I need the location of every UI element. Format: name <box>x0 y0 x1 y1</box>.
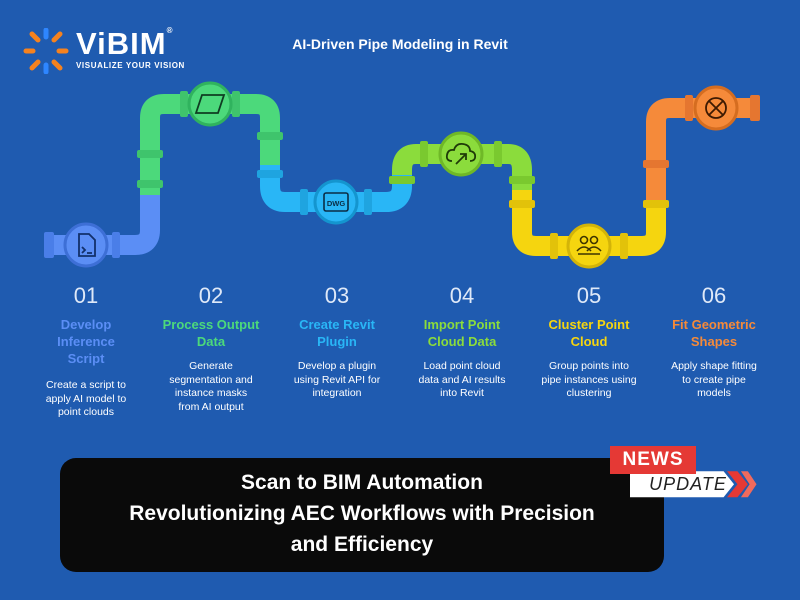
step-desc-03: Develop a plugin using Revit API for int… <box>293 360 381 399</box>
step-icon-02 <box>187 81 233 127</box>
logo-name-part1: Vi <box>76 26 107 61</box>
step-number-05: 05 <box>576 283 602 308</box>
step-title-02: Process Output Data <box>162 317 260 349</box>
pipe-couplings <box>44 91 760 259</box>
diagram-title: AI-Driven Pipe Modeling in Revit <box>292 36 508 52</box>
headline-banner: Scan to BIM Automation Revolutionizing A… <box>60 458 664 572</box>
step-desc-01: Create a script to apply AI model to poi… <box>45 379 127 418</box>
svg-text:DWG: DWG <box>327 199 345 208</box>
banner-line-3: and Efficiency <box>290 533 434 556</box>
step-title-01: Develop Inference Script <box>57 317 115 366</box>
logo-name: ViBIM® <box>76 26 174 61</box>
step-desc-04: Load point cloud data and AI results int… <box>418 360 506 399</box>
step-number-02: 02 <box>198 283 224 308</box>
step-icon-01 <box>63 222 109 268</box>
step-number-03: 03 <box>324 283 350 308</box>
step-desc-05: Group points into pipe instances using c… <box>541 360 637 399</box>
step-icon-03: DWG <box>313 179 359 225</box>
vibim-logo: ViBIM® VISUALIZE YOUR VISION <box>22 26 192 78</box>
step-number-06: 06 <box>701 283 727 308</box>
step-icon-05 <box>566 223 612 269</box>
dwg-file-icon: DWG <box>323 192 349 212</box>
step-icon-06 <box>693 85 739 131</box>
step-desc-02: Generate segmentation and instance masks… <box>169 360 253 413</box>
code-file-icon <box>78 233 96 257</box>
step-number-04: 04 <box>449 283 475 308</box>
logo-tagline: VISUALIZE YOUR VISION <box>76 61 185 70</box>
update-badge <box>630 471 757 498</box>
step-title-06: Fit Geometric Shapes <box>672 317 756 349</box>
step-title-05: Cluster Point Cloud <box>548 317 630 349</box>
banner-line-2: Revolutionizing AEC Workflows with Preci… <box>129 502 595 525</box>
update-badge-text: UPDATE <box>649 474 727 494</box>
step-title-03: Create Revit Plugin <box>299 317 375 349</box>
cloud-upload-icon <box>445 142 477 165</box>
logo-name-part2: BIM <box>106 26 167 61</box>
step-title-04: Import Point Cloud Data <box>423 317 501 349</box>
step-number-01: 01 <box>73 283 99 308</box>
x-circle-icon <box>705 97 727 119</box>
pipe-diagram: DWG <box>44 81 760 269</box>
chevron-right-icon-2 <box>740 471 757 498</box>
vibim-logo-mark-icon <box>23 28 69 74</box>
pipe-segment-06 <box>646 98 755 200</box>
news-badge: NEWS <box>610 446 696 474</box>
banner-line-1: Scan to BIM Automation <box>241 471 483 494</box>
step-desc-06: Apply shape fitting to create pipe model… <box>671 360 757 399</box>
chevron-right-icon <box>727 471 748 498</box>
step-icon-04 <box>438 131 484 177</box>
group-icon <box>576 235 602 255</box>
parallelogram-icon <box>194 94 226 114</box>
pipe-segment-01 <box>50 195 160 255</box>
